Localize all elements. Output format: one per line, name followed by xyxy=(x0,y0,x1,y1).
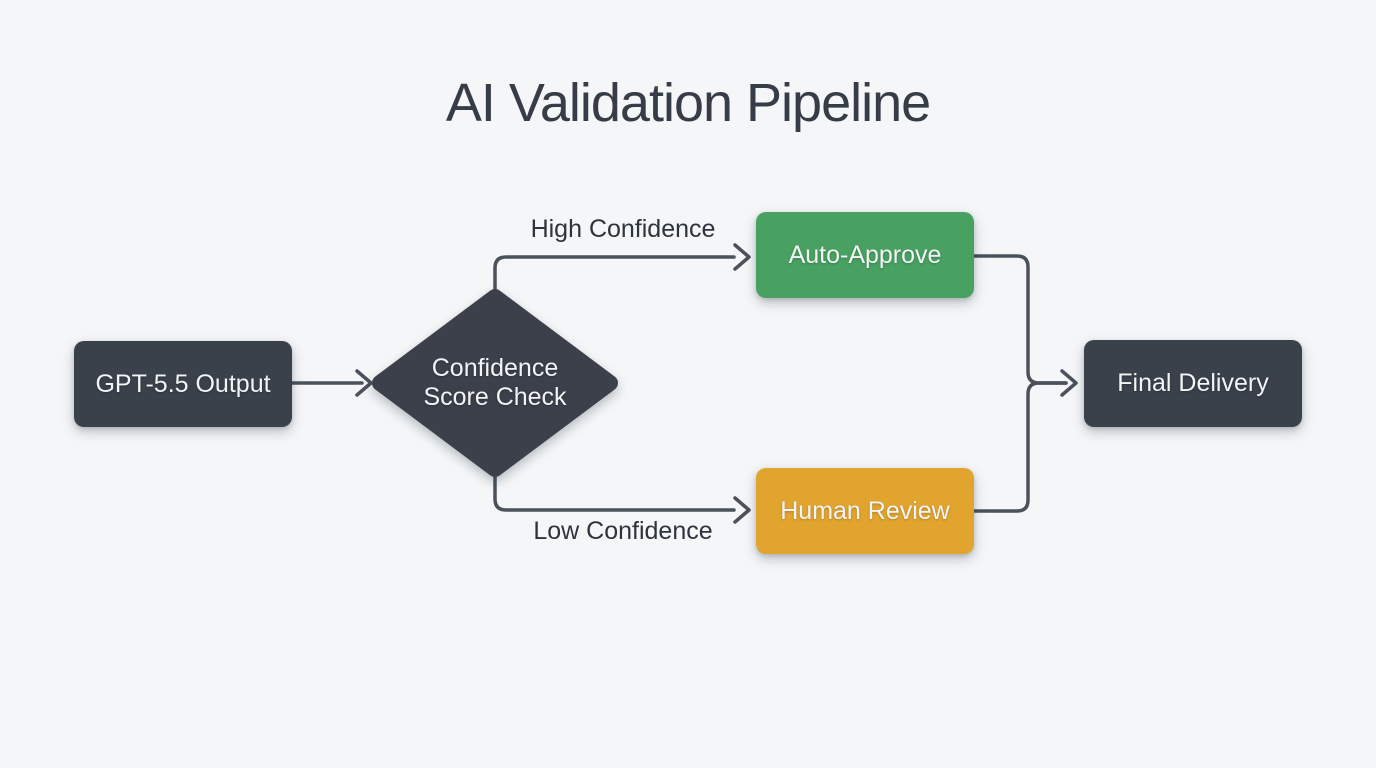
decision-diamond-shape xyxy=(372,289,618,477)
diagram-title: AI Validation Pipeline xyxy=(445,73,931,133)
node-final-delivery-label: Final Delivery xyxy=(1117,369,1269,397)
node-final-delivery: Final Delivery xyxy=(1084,340,1302,427)
node-auto-approve-label: Auto-Approve xyxy=(788,240,942,269)
node-gpt-output: GPT-5.5 Output xyxy=(74,341,292,427)
edge-check-to-auto xyxy=(493,243,751,295)
edge-human-to-final xyxy=(972,381,1068,513)
node-auto-approve: Auto-Approve xyxy=(756,212,974,298)
edge-check-to-human xyxy=(493,471,751,524)
node-human-review-label: Human Review xyxy=(780,496,950,525)
edge-output-to-check xyxy=(290,369,373,397)
node-gpt-output-label: GPT-5.5 Output xyxy=(95,369,271,398)
node-human-review: Human Review xyxy=(756,468,974,554)
edge-auto-to-final xyxy=(972,254,1078,397)
edge-label-low-confidence: Low Confidence xyxy=(533,517,713,545)
edge-label-high-confidence: High Confidence xyxy=(530,215,716,243)
